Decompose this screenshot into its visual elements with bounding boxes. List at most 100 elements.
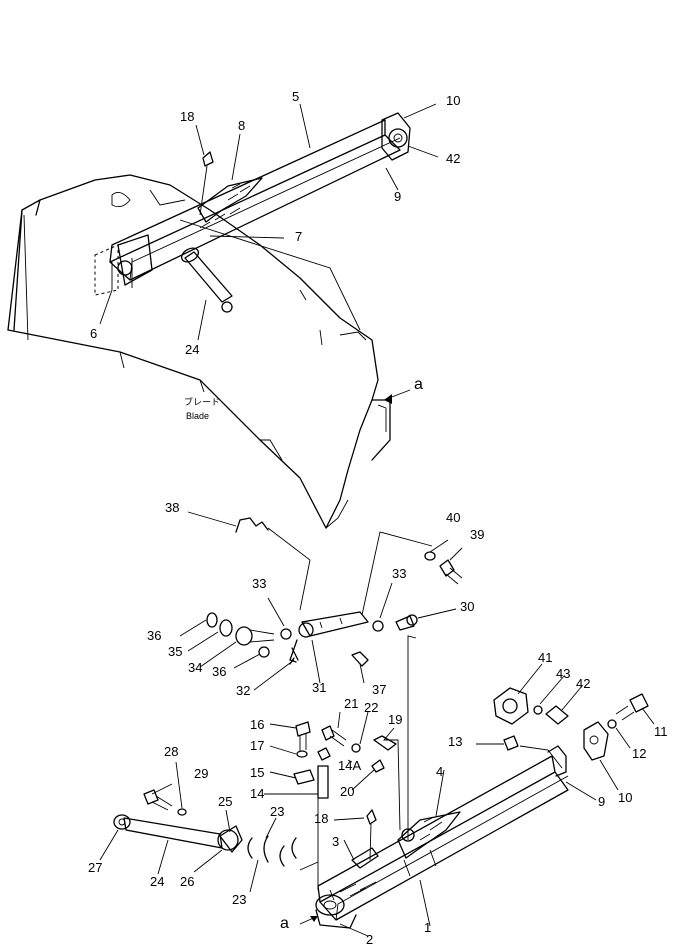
callout-12: 12 [632,746,646,761]
leader-lines [99,103,655,937]
callout-43: 43 [556,666,570,681]
blade-outline [7,174,391,529]
plate-15 [293,769,315,785]
callout-6: 6 [90,326,97,341]
callout-42-lower: 42 [576,676,590,691]
callout-36-upper: 36 [147,628,161,643]
callout-24-upper: 24 [185,342,199,357]
callout-21: 21 [344,696,358,711]
callout-41: 41 [538,650,552,665]
pin-14 [317,765,329,799]
callout-23-lower: 23 [232,892,246,907]
callout-19: 19 [388,712,402,727]
view-ref-upper: a [414,376,423,393]
callout-24-lower: 24 [150,874,164,889]
callout-13: 13 [448,734,462,749]
washer-43 [533,705,543,715]
callout-1: 1 [424,920,431,935]
callout-numbers: 18 8 5 10 42 9 7 6 24 38 40 39 33 33 30 … [88,89,668,945]
cap-41 [493,687,529,725]
callout-37: 37 [372,682,386,697]
callout-30: 30 [460,599,474,614]
callout-8: 8 [238,118,245,133]
callout-35: 35 [168,644,182,659]
strut-lower [113,814,243,853]
callout-29: 29 [194,766,208,781]
washer-33-left [280,628,292,640]
callout-40: 40 [446,510,460,525]
callout-5: 5 [292,89,299,104]
callout-36-lower: 36 [212,664,226,679]
callout-31: 31 [312,680,326,695]
callout-42-upper: 42 [446,151,460,166]
bolt-21 [321,725,347,747]
bolt-11 [615,693,649,721]
callout-14: 14 [250,786,264,801]
bolt-28 [143,789,173,811]
snap-ring-36-right [258,646,270,658]
callout-2: 2 [366,932,373,945]
bolt-30 [395,614,418,631]
connecting-line-7 [179,219,361,331]
callout-18-upper: 18 [180,109,194,124]
shim-13 [503,735,519,751]
cap-10-lower [583,721,609,761]
callout-32: 32 [236,683,250,698]
blade-label-jp: ブレード [184,396,220,407]
callout-33-right: 33 [392,566,406,581]
callout-11: 11 [654,724,668,739]
callout-18-lower: 18 [314,811,328,826]
arm-pivot-bracket [197,151,263,223]
lower-arm-end [315,889,357,929]
callout-27: 27 [88,860,102,875]
arm-end-bracket [381,112,411,161]
callout-7: 7 [295,229,302,244]
lower-arm-bracket [351,809,461,869]
callout-17: 17 [250,738,264,753]
strut-upper [180,247,233,313]
callout-34: 34 [188,660,202,675]
clip-20 [371,759,385,773]
blade-label-en: Blade [186,411,209,421]
blade-arm-upper [109,119,401,281]
callout-39: 39 [470,527,484,542]
callout-4: 4 [436,764,443,779]
arm-base-bracket [94,234,153,296]
view-ref-lower: a [280,915,289,932]
callout-26: 26 [180,874,194,889]
washer-40 [424,551,436,561]
pin-34 [235,626,275,646]
callout-28: 28 [164,744,178,759]
bolt-42-lower [545,705,569,725]
washer-33-right [372,620,384,632]
callout-33-left: 33 [252,576,266,591]
callout-10-upper: 10 [446,93,460,108]
callout-9-lower: 9 [598,794,605,809]
callout-22: 22 [364,700,378,715]
callout-3: 3 [332,834,339,849]
pin-19 [373,735,397,751]
lever-bracket-31 [289,611,369,663]
washer-22 [351,743,361,753]
bolt-37 [351,651,369,667]
callout-9-upper: 9 [394,189,401,204]
callout-15: 15 [250,765,264,780]
washer-29 [177,808,187,816]
washer-17 [296,750,308,758]
snap-ring-36-left [206,612,218,628]
callout-20: 20 [340,784,354,799]
bushing-35 [219,619,233,637]
bolt-39 [439,559,463,585]
callout-23-upper: 23 [270,804,284,819]
callout-16: 16 [250,717,264,732]
callout-25: 25 [218,794,232,809]
wire-clip-38 [235,517,269,533]
blade-arm-lower [317,745,569,921]
callout-10-lower: 10 [618,790,632,805]
snap-rings-23 [247,835,297,867]
callout-14a: 14A [338,758,361,773]
callout-38: 38 [165,500,179,515]
washer-12 [607,719,617,729]
bolt-16 [295,721,311,752]
